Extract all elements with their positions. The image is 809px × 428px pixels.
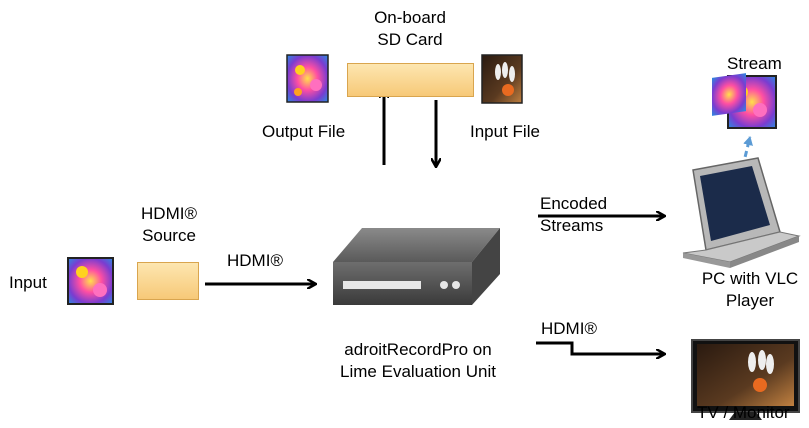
- pc-label-line1: PC with VLC: [701, 269, 799, 288]
- pc-laptop-icon: [682, 73, 801, 268]
- input-label: Input: [9, 273, 47, 292]
- hdmi-output-arrow: [536, 341, 664, 354]
- device-label-line1: adroitRecordPro on: [344, 340, 492, 359]
- hdmi-link-label: HDMI®: [227, 251, 283, 270]
- sd-card-label: On-board SD Card: [360, 7, 460, 51]
- pc-label-line2: Player: [725, 291, 775, 310]
- pc-label: PC with VLC Player: [693, 268, 807, 312]
- input-thumbnail: [67, 257, 114, 305]
- stream-label: Stream: [727, 54, 782, 73]
- output-file-label: Output File: [262, 122, 346, 141]
- sd-card-label-line2: SD Card: [377, 30, 443, 49]
- hdmi-source-box: [137, 262, 199, 300]
- device-label-line2: Lime Evaluation Unit: [340, 362, 496, 381]
- tv-monitor-icon: [691, 339, 800, 420]
- encoded-streams-label-line2: Streams: [540, 216, 604, 235]
- encoded-streams-label-line1: Encoded: [540, 194, 608, 213]
- hdmi-source-label: HDMI® Source: [130, 203, 208, 247]
- sd-card-label-line1: On-board: [374, 8, 446, 27]
- device-icon: [333, 228, 500, 305]
- hdmi-output-label: HDMI®: [541, 319, 597, 338]
- sd-card-box: [347, 63, 474, 97]
- output-file-thumbnail: [286, 54, 329, 103]
- encoded-streams-label: Encoded Streams: [540, 193, 607, 237]
- input-file-thumbnail: [481, 54, 523, 104]
- hdmi-source-label-line1: HDMI®: [141, 204, 197, 223]
- input-file-label: Input File: [470, 122, 540, 141]
- tv-monitor-label: TV / Monitor: [697, 403, 790, 422]
- hdmi-source-label-line2: Source: [142, 226, 196, 245]
- device-label: adroitRecordPro on Lime Evaluation Unit: [318, 339, 518, 383]
